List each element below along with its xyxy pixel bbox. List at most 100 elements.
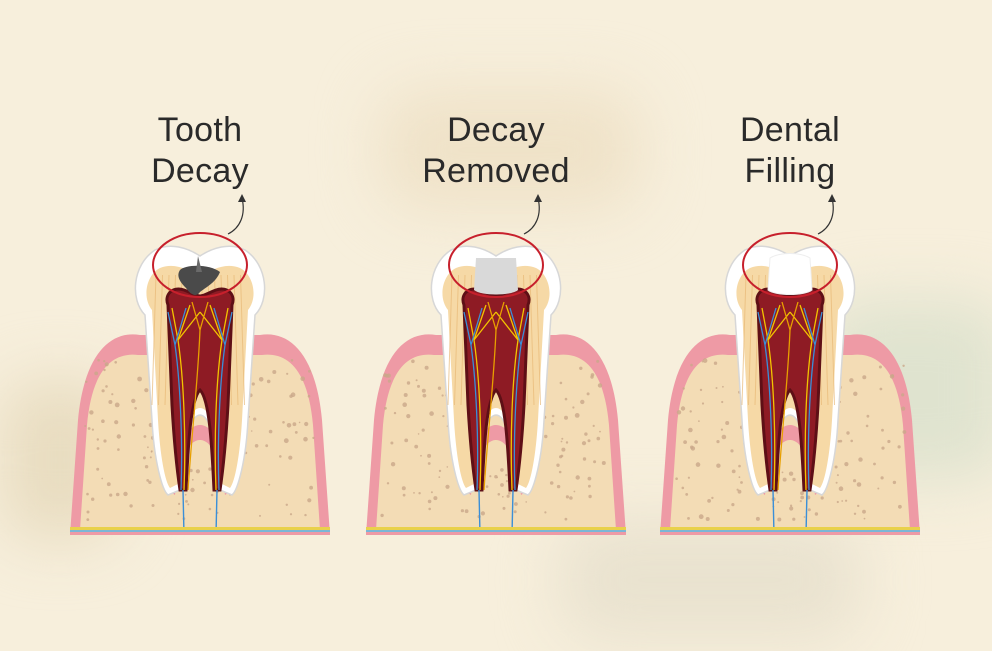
bone-speckle [187,503,189,505]
bone-speckle [307,498,311,502]
baseline-pink [660,532,920,535]
bone-speckle [86,493,89,496]
bone-speckle [881,447,884,450]
bone-speckle [588,485,591,488]
bone-speckle [178,503,180,505]
bone-speckle [384,407,387,410]
bone-speckle [566,495,569,498]
tooth-diagram-decay [60,190,340,542]
bone-speckle [439,470,441,472]
bone-speckle [108,400,112,404]
bone-speckle [804,516,806,518]
bone-speckle [839,486,844,491]
bone-speckle [903,430,907,434]
pointer-arrow [818,198,833,234]
bone-speckle [211,494,214,497]
bone-speckle [406,414,410,418]
bone-speckle [502,496,504,498]
bone-speckle [442,415,444,417]
bone-speckle [716,387,718,389]
bone-speckle [286,504,288,506]
bone-speckle [295,431,298,434]
bone-speckle [687,517,690,520]
bone-speckle [707,499,711,503]
bone-speckle [496,477,498,479]
bone-speckle [699,514,704,519]
bone-speckle [411,360,415,364]
tooth-diagram-filling [650,190,930,542]
bone-speckle [845,500,847,502]
bone-speckle [588,439,591,442]
bone-speckle [404,439,408,443]
bone-speckle [776,492,778,494]
bone-speckle [380,514,383,517]
bone-speckle [850,440,853,443]
bone-speckle [503,507,506,510]
bone-speckle [711,497,713,499]
bone-speckle [290,513,292,515]
bone-speckle [815,512,818,515]
pointer-arrow-head [534,194,542,202]
bone-speckle [602,461,606,465]
bone-speckle [423,394,427,398]
bone-speckle [267,380,271,384]
bone-speckle [134,407,137,410]
bone-speckle [789,472,793,476]
bone-speckle [152,504,155,507]
bone-speckle [427,454,431,458]
bone-speckle [131,399,135,403]
bone-speckle [808,508,811,511]
bone-speckle [117,448,120,451]
bone-speckle [681,406,685,410]
bone-speckle [857,482,862,487]
bone-speckle [115,403,120,408]
bone-speckle [881,429,884,432]
bone-speckle [867,415,870,418]
bone-speckle [683,440,687,444]
bone-speckle [123,492,127,496]
bone-speckle [566,441,568,443]
bone-speckle [901,407,905,411]
bone-speckle [144,388,148,392]
bone-speckle [404,393,408,397]
bone-speckle [428,462,431,465]
bone-speckle [279,455,282,458]
bone-speckle [588,477,592,481]
bone-speckle [129,504,132,507]
bone-speckle [574,491,576,493]
bone-speckle [579,367,582,370]
bone-speckle [300,376,305,381]
bone-speckle [857,505,859,507]
bone-speckle [514,510,517,513]
bone-speckle [887,440,890,443]
baseline-yellow [366,527,626,530]
bone-speckle [433,496,437,500]
bone-speckle [185,500,188,503]
bone-speckle [272,370,276,374]
bone-speckle [293,422,297,426]
bone-speckle [800,496,804,500]
bone-speckle [738,465,741,468]
bone-speckle [208,467,211,470]
bone-speckle [862,510,866,514]
bone-speckle [390,442,393,445]
bone-speckle [575,413,580,418]
bone-speckle [92,429,94,431]
bone-speckle [84,425,86,427]
bone-speckle [714,362,717,365]
bone-speckle [101,419,105,423]
bone-speckle [286,373,288,375]
bone-speckle [304,422,308,426]
bone-speckle [841,500,843,502]
bone-speckle [414,445,418,449]
bone-speckle [137,377,142,382]
baseline-pink [366,532,626,535]
bone-speckle [132,423,135,426]
bone-speckle [838,440,841,443]
bone-speckle [866,425,869,428]
bone-speckle [91,498,94,501]
baseline-blue [660,530,920,532]
bone-speckle [177,513,179,515]
bone-speckle [422,429,425,432]
bone-speckle [702,402,704,404]
